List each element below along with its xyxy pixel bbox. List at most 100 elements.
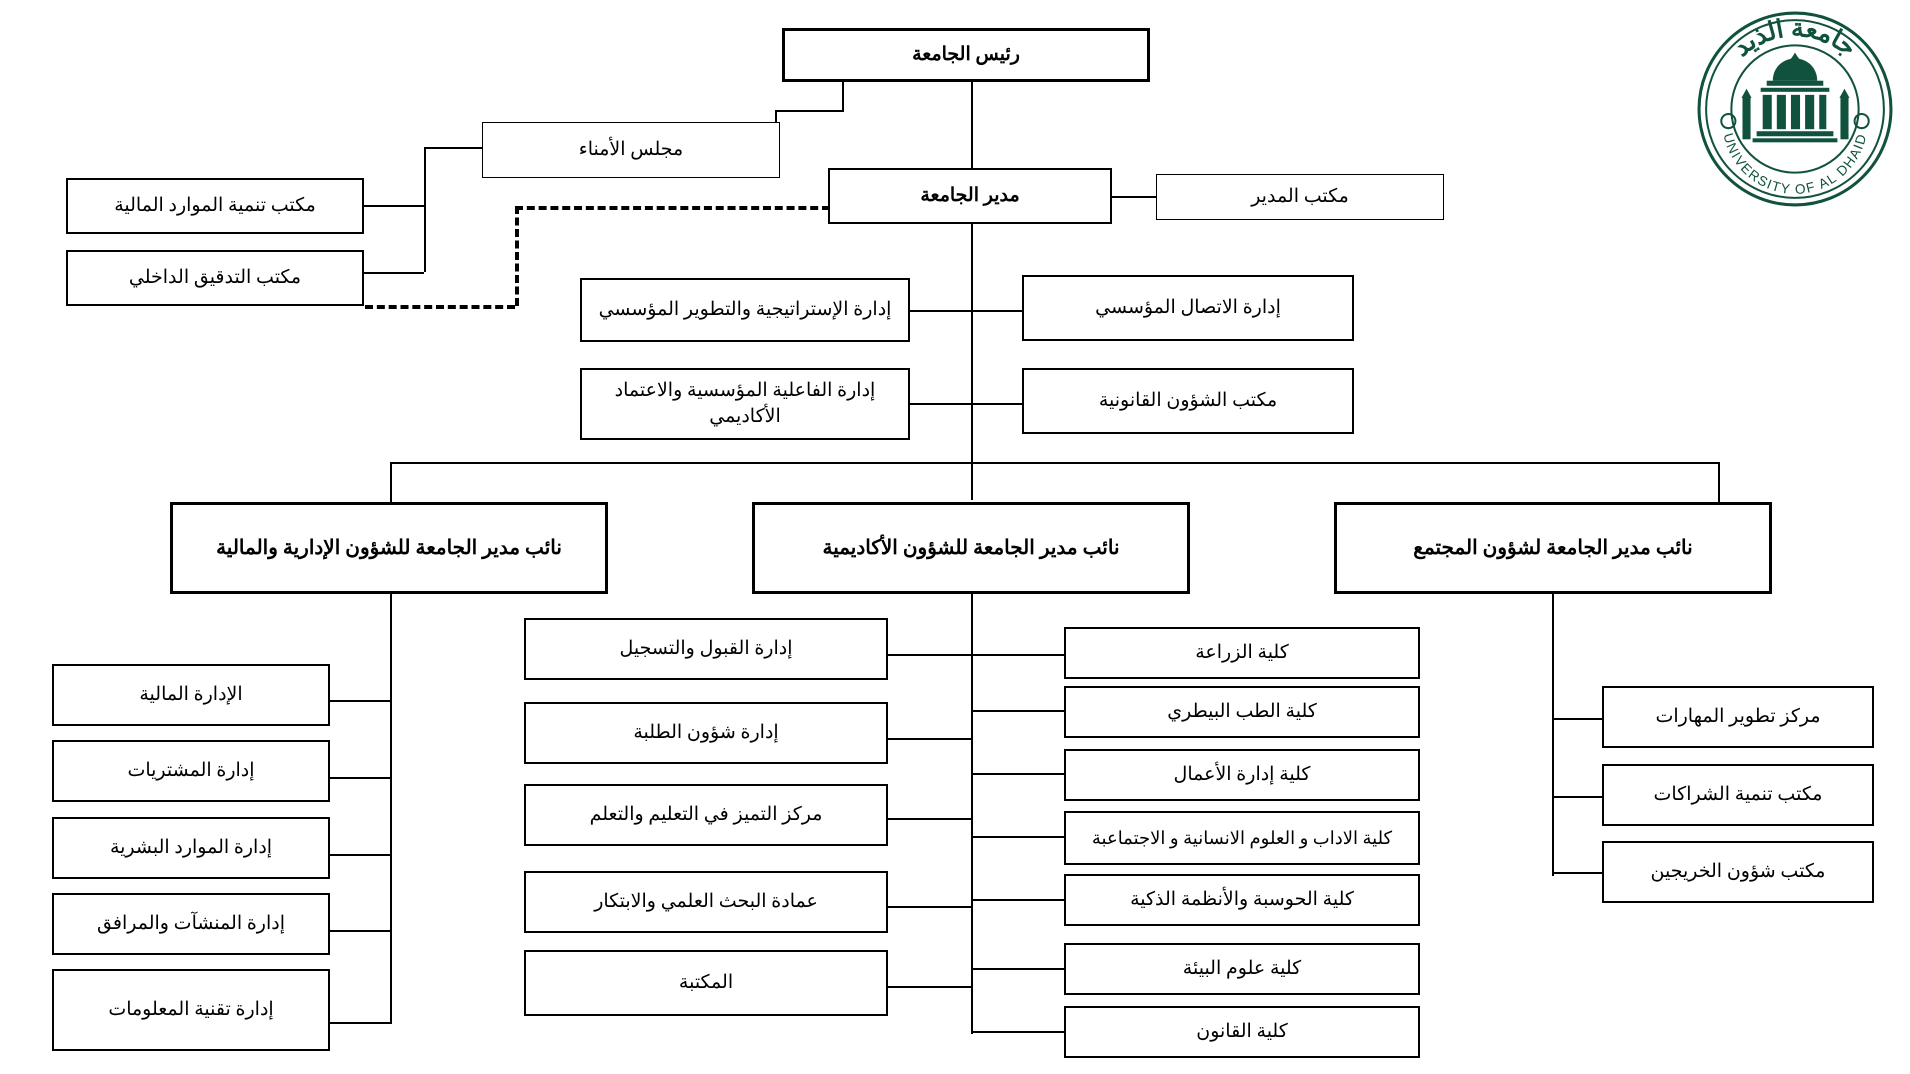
line-acad-support-5 xyxy=(888,986,972,988)
line-college-2 xyxy=(971,710,1067,712)
line-director-to-office xyxy=(1110,196,1158,198)
node-admin-unit-1-label: الإدارة المالية xyxy=(139,684,243,706)
node-college-1[interactable]: كلية الزراعة xyxy=(1064,627,1420,679)
line-audit-office-h xyxy=(362,272,424,274)
node-board-of-trustees[interactable]: مجلس الأمناء xyxy=(482,122,780,178)
line-acad-support-4 xyxy=(888,906,972,908)
node-academic-support-3[interactable]: مركز التميز في التعليم والتعلم xyxy=(524,784,888,846)
line-director-spine xyxy=(971,215,973,500)
node-college-5[interactable]: كلية الحوسبة والأنظمة الذكية xyxy=(1064,874,1420,926)
dashed-line-audit-bottom xyxy=(365,305,515,309)
node-community-unit-2-label: مكتب تنمية الشراكات xyxy=(1653,784,1823,806)
node-admin-unit-4-label: إدارة المنشآت والمرافق xyxy=(97,913,285,935)
university-of-al-dhaid-logo: جامعة الذيد UNIVERSITY OF AL DHAID xyxy=(1694,8,1896,210)
node-community-unit-3-label: مكتب شؤون الخريجين xyxy=(1650,861,1826,883)
node-financial-resources-office-label: مكتب تنمية الموارد المالية xyxy=(114,195,316,217)
node-strategy-office[interactable]: إدارة الإستراتيجية والتطوير المؤسسي xyxy=(580,278,910,342)
node-community-unit-2[interactable]: مكتب تنمية الشراكات xyxy=(1602,764,1874,826)
line-college-1 xyxy=(971,654,1067,656)
node-institutional-effectiveness[interactable]: إدارة الفاعلية المؤسسية والاعتماد الأكاد… xyxy=(580,368,910,440)
dashed-line-audit-to-director xyxy=(515,206,830,210)
node-corporate-communication[interactable]: إدارة الاتصال المؤسسي xyxy=(1022,275,1354,341)
node-legal-affairs-label: مكتب الشؤون القانونية xyxy=(1098,390,1278,412)
node-university-director[interactable]: مدير الجامعة xyxy=(828,168,1112,224)
node-college-5-label: كلية الحوسبة والأنظمة الذكية xyxy=(1130,889,1354,911)
node-internal-audit-office[interactable]: مكتب التدقيق الداخلي xyxy=(66,250,364,306)
node-legal-affairs[interactable]: مكتب الشؤون القانونية xyxy=(1022,368,1354,434)
node-college-3-label: كلية إدارة الأعمال xyxy=(1173,764,1311,786)
node-academic-support-5[interactable]: المكتبة xyxy=(524,950,888,1016)
node-admin-unit-3[interactable]: إدارة الموارد البشرية xyxy=(52,817,330,879)
node-director-office-label: مكتب المدير xyxy=(1251,186,1349,208)
node-admin-unit-1[interactable]: الإدارة المالية xyxy=(52,664,330,726)
node-college-7-label: كلية القانون xyxy=(1196,1021,1288,1043)
line-president-to-director xyxy=(971,80,973,180)
node-admin-unit-2[interactable]: إدارة المشتريات xyxy=(52,740,330,802)
line-vp-right-drop xyxy=(1718,462,1720,506)
line-college-5 xyxy=(971,899,1067,901)
line-admin-unit-5 xyxy=(330,1022,390,1024)
node-president[interactable]: رئيس الجامعة xyxy=(782,28,1150,82)
node-academic-support-2[interactable]: إدارة شؤون الطلبة xyxy=(524,702,888,764)
node-financial-resources-office[interactable]: مكتب تنمية الموارد المالية xyxy=(66,178,364,234)
line-trustees-left-h xyxy=(424,147,484,149)
node-vp-academic[interactable]: نائب مدير الجامعة للشؤون الأكاديمية xyxy=(752,502,1190,594)
node-vp-community-label: نائب مدير الجامعة لشؤون المجتمع xyxy=(1413,536,1693,559)
line-vp-left-drop xyxy=(390,462,392,502)
node-admin-unit-5-label: إدارة تقنية المعلومات xyxy=(108,999,274,1021)
line-community-unit-3 xyxy=(1552,872,1604,874)
line-acad-support-2 xyxy=(888,738,972,740)
line-acad-support-3 xyxy=(888,818,972,820)
node-college-2-label: كلية الطب البيطري xyxy=(1167,701,1317,723)
line-vp-admin-down xyxy=(390,594,392,1024)
line-president-to-trustees-h xyxy=(775,110,844,112)
line-admin-unit-3 xyxy=(330,854,390,856)
node-university-director-label: مدير الجامعة xyxy=(920,185,1020,207)
line-strategy-row xyxy=(907,310,1022,312)
node-community-unit-3[interactable]: مكتب شؤون الخريجين xyxy=(1602,841,1874,903)
node-director-office[interactable]: مكتب المدير xyxy=(1156,174,1444,220)
node-vp-admin-finance[interactable]: نائب مدير الجامعة للشؤون الإدارية والمال… xyxy=(170,502,608,594)
node-academic-support-4-label: عمادة البحث العلمي والابتكار xyxy=(594,891,818,913)
node-community-unit-1[interactable]: مركز تطوير المهارات xyxy=(1602,686,1874,748)
node-college-6-label: كلية علوم البيئة xyxy=(1182,958,1302,980)
line-effectiveness-row xyxy=(907,403,1022,405)
node-academic-support-1[interactable]: إدارة القبول والتسجيل xyxy=(524,618,888,680)
node-academic-support-4[interactable]: عمادة البحث العلمي والابتكار xyxy=(524,871,888,933)
node-college-6[interactable]: كلية علوم البيئة xyxy=(1064,943,1420,995)
line-vp-community-down xyxy=(1552,594,1554,876)
node-vp-academic-label: نائب مدير الجامعة للشؤون الأكاديمية xyxy=(822,536,1120,559)
line-admin-unit-4 xyxy=(330,930,390,932)
node-president-label: رئيس الجامعة xyxy=(912,44,1020,66)
line-college-7 xyxy=(971,1031,1067,1033)
node-corporate-communication-label: إدارة الاتصال المؤسسي xyxy=(1095,297,1281,319)
node-institutional-effectiveness-label: إدارة الفاعلية المؤسسية والاعتماد الأكاد… xyxy=(614,380,876,427)
line-college-4 xyxy=(971,836,1067,838)
line-vp-academic-down xyxy=(971,594,973,1034)
node-college-3[interactable]: كلية إدارة الأعمال xyxy=(1064,749,1420,801)
line-acad-support-1 xyxy=(888,654,972,656)
node-college-1-label: كلية الزراعة xyxy=(1195,642,1289,664)
node-board-of-trustees-label: مجلس الأمناء xyxy=(578,139,684,161)
node-academic-support-2-label: إدارة شؤون الطلبة xyxy=(633,722,779,744)
line-college-3 xyxy=(971,773,1067,775)
line-community-unit-1 xyxy=(1552,718,1604,720)
node-vp-community[interactable]: نائب مدير الجامعة لشؤون المجتمع xyxy=(1334,502,1772,594)
node-college-2[interactable]: كلية الطب البيطري xyxy=(1064,686,1420,738)
node-college-4-label: كلية الاداب و العلوم الانسانية و الاجتما… xyxy=(1091,827,1393,848)
node-admin-unit-2-label: إدارة المشتريات xyxy=(127,760,255,782)
line-community-unit-2 xyxy=(1552,796,1604,798)
node-admin-unit-3-label: إدارة الموارد البشرية xyxy=(109,837,273,859)
line-college-6 xyxy=(971,968,1067,970)
node-admin-unit-5[interactable]: إدارة تقنية المعلومات xyxy=(52,969,330,1051)
node-college-7[interactable]: كلية القانون xyxy=(1064,1006,1420,1058)
node-admin-unit-4[interactable]: إدارة المنشآت والمرافق xyxy=(52,893,330,955)
line-financial-office-h xyxy=(362,205,424,207)
node-college-4[interactable]: كلية الاداب و العلوم الانسانية و الاجتما… xyxy=(1064,811,1420,865)
line-trustees-left-bus xyxy=(424,147,426,272)
dashed-line-audit-vertical xyxy=(515,206,519,306)
node-strategy-office-label: إدارة الإستراتيجية والتطوير المؤسسي xyxy=(598,299,892,321)
node-academic-support-1-label: إدارة القبول والتسجيل xyxy=(619,638,793,660)
line-admin-unit-2 xyxy=(330,777,390,779)
